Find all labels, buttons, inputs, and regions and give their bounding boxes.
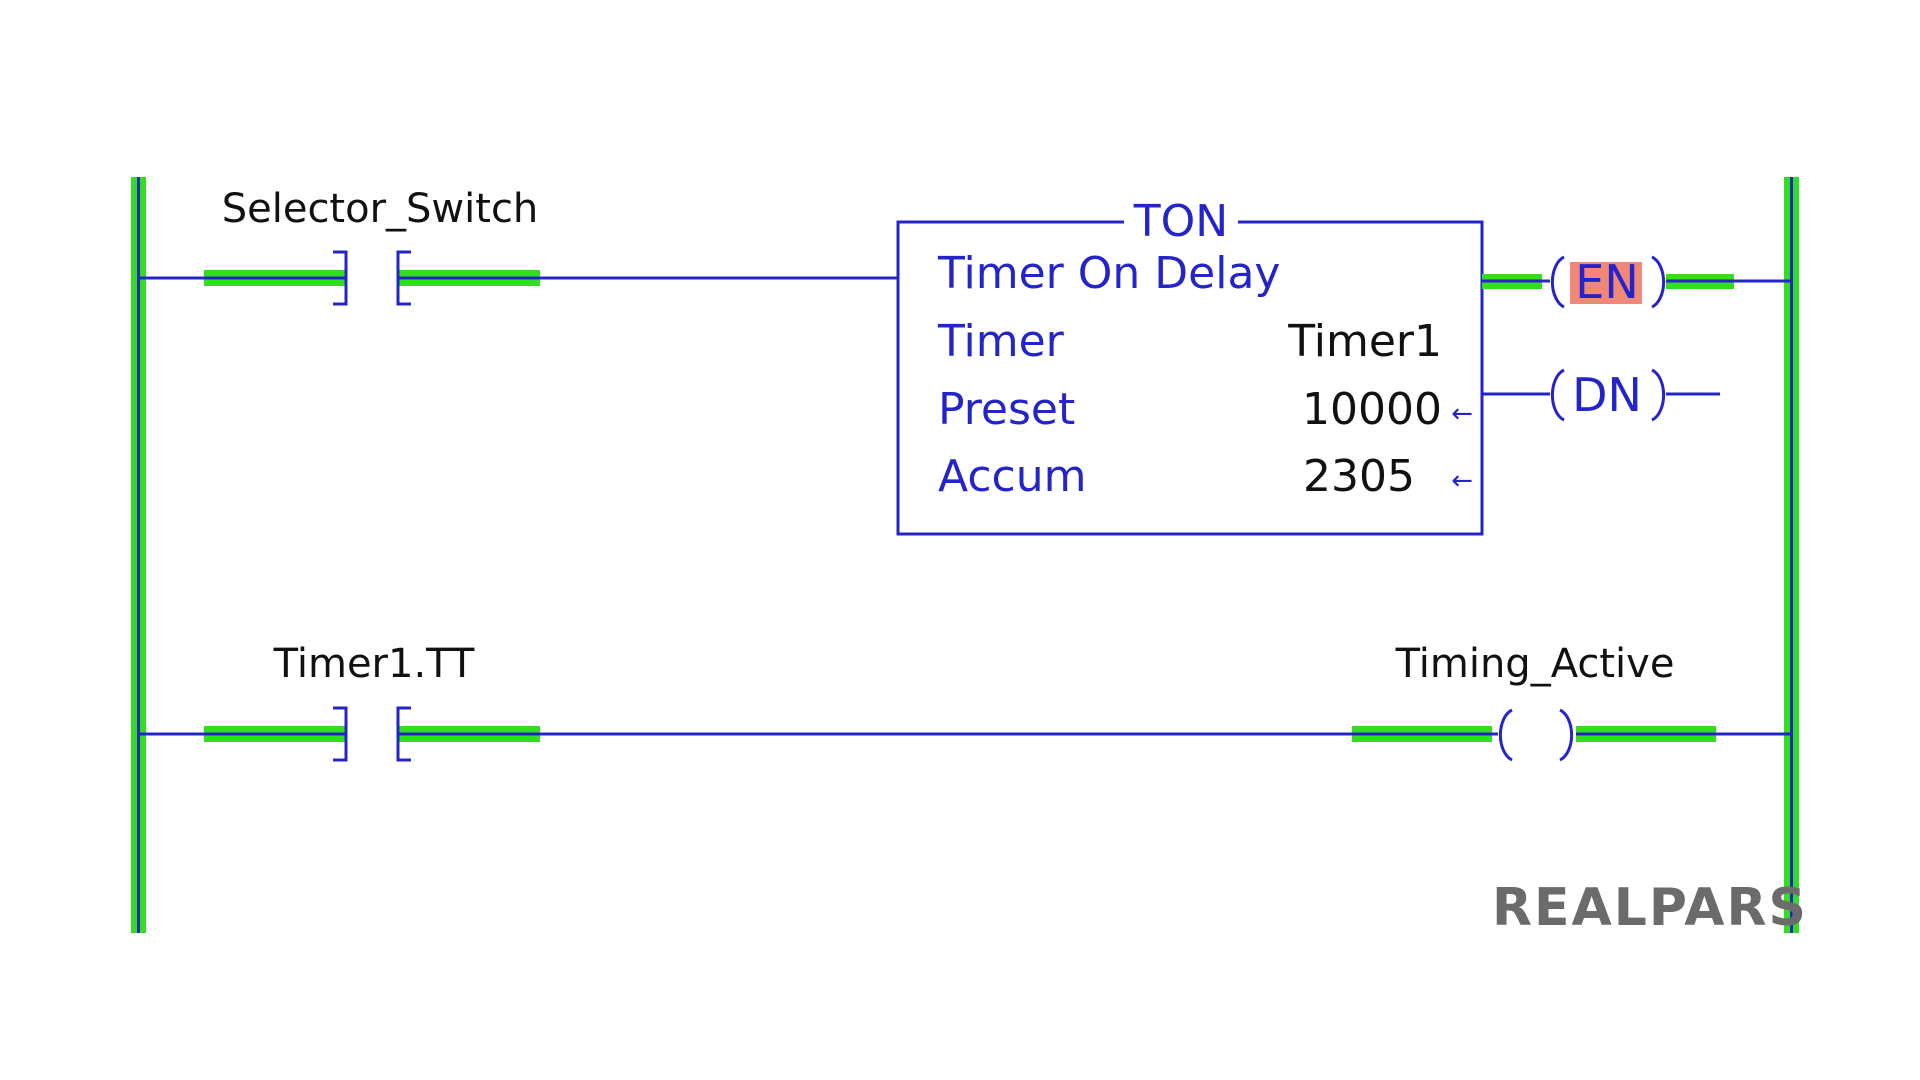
ton-row-timer-value[interactable]: Timer1 xyxy=(1287,316,1442,367)
right-power-rail xyxy=(1784,177,1799,933)
dn-label: DN xyxy=(1572,368,1642,422)
rung-1: Selector_Switch TON Timer On Delay Timer… xyxy=(140,186,1790,536)
timer1-tt-label: Timer1.TT xyxy=(273,641,475,687)
left-power-rail xyxy=(131,177,146,933)
realpars-logo: REALPARS xyxy=(1492,878,1808,938)
ton-block-title: Timer On Delay xyxy=(937,248,1280,299)
en-highlight xyxy=(1570,262,1642,304)
en-output[interactable]: EN xyxy=(1482,255,1790,309)
ton-row-accum-name: Accum xyxy=(938,451,1086,502)
ton-row-preset-name: Preset xyxy=(938,384,1075,435)
timer1-tt-contact[interactable] xyxy=(204,706,540,762)
accum-arrow-icon: ← xyxy=(1451,466,1473,496)
rung-2: Timer1.TT Timing_Active xyxy=(140,641,1790,762)
selector-switch-contact[interactable] xyxy=(204,250,540,306)
ton-row-timer-name: Timer xyxy=(937,316,1065,367)
dn-output[interactable]: DN xyxy=(1482,368,1720,422)
ton-instruction-block[interactable]: TON Timer On Delay Timer Timer1 Preset 1… xyxy=(896,196,1484,536)
timing-active-coil[interactable] xyxy=(1352,708,1790,762)
ton-row-preset-value[interactable]: 10000 xyxy=(1302,384,1442,435)
selector-switch-label: Selector_Switch xyxy=(222,186,539,232)
en-label: EN xyxy=(1575,255,1638,309)
ton-block-type: TON xyxy=(1133,196,1228,247)
timing-active-label: Timing_Active xyxy=(1395,641,1675,687)
preset-arrow-icon: ← xyxy=(1451,399,1473,429)
ton-row-accum-value[interactable]: 2305 xyxy=(1303,451,1415,502)
